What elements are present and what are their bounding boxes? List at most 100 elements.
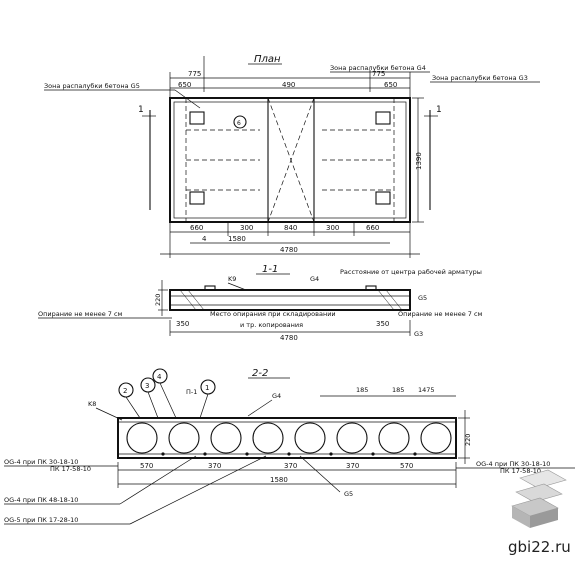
left-bottom-label-1: OG-4 при ПК 48-18-10 [4, 496, 78, 504]
left-mid-label-2: ПК 17-58-10 [50, 465, 91, 473]
right-mid-label: OG-4 при ПК 30-18-10 [476, 460, 550, 468]
plan-dim-bottom-2: 300 [240, 224, 253, 232]
support-zone-label: Место опирания при складировании [210, 310, 336, 318]
strand-dot [161, 452, 165, 456]
plan-dim-side: 4 [202, 235, 207, 243]
section-2-2-dim-bottom-5: 570 [400, 462, 413, 470]
leader-line [129, 455, 267, 525]
section-1-1-height: 220 [154, 294, 162, 306]
hollow-core-3 [210, 422, 242, 454]
section-2-2-dim-bottom-3: 370 [284, 462, 297, 470]
leader-line [119, 455, 197, 505]
logo-layer-top [519, 469, 567, 489]
plan-anchor-zone-left: Зона распалубки бетона G5 [44, 82, 140, 90]
section-2-2-dim-bottom-2: 370 [208, 462, 221, 470]
transport-label: и тр. копирования [240, 321, 303, 329]
hollow-core-4 [252, 422, 284, 454]
leader-line [199, 393, 209, 419]
section-1-1-view: 1-1 Расстояние от центра рабочей арматур… [38, 264, 483, 342]
leader-line [147, 391, 159, 419]
hollow-core-6 [336, 422, 368, 454]
logo-layer-mid [515, 483, 563, 503]
hollow-core-2 [168, 422, 200, 454]
strand-dot [371, 452, 375, 456]
plan-slab-inner [173, 101, 407, 219]
lifting-loop [189, 111, 205, 125]
strand-dot [203, 452, 207, 456]
plan-dim-top-3: 490 [282, 81, 295, 89]
section-1-1-total: 4780 [280, 334, 298, 342]
leader-line [247, 399, 273, 417]
strand-label: Расстояние от центра рабочей арматуры [340, 268, 482, 276]
leader-line [299, 455, 341, 493]
section-2-2-view: 2-2 2 3 4 1 П-1 K8 G4 185 185 1475 [4, 368, 575, 525]
hollow-core-7 [378, 422, 410, 454]
diagonal-line [267, 97, 315, 223]
lifting-loop [204, 285, 216, 291]
leader-line [159, 382, 177, 419]
logo-shade-side [512, 506, 530, 528]
plan-anchor-zone-right-top: Зона распалубки бетона G4 [330, 64, 426, 72]
plan-dim-bottom-5: 660 [366, 224, 379, 232]
plan-view: План Зона распалубки бетона G5 Зона расп… [44, 54, 540, 258]
section-1-1-title: 1-1 [262, 264, 278, 275]
logo-shade [530, 508, 558, 528]
plan-dim-total: 4780 [280, 246, 298, 254]
strand-dot [287, 452, 291, 456]
section-1-1-g5: G5 [418, 294, 427, 302]
lifting-loop [365, 285, 377, 291]
section-2-2-dim-total: 1580 [270, 476, 288, 484]
lifting-loop [375, 191, 391, 205]
section-1-1-slab [169, 289, 411, 311]
strand-dot [245, 452, 249, 456]
hollow-core-8 [420, 422, 452, 454]
left-mid-label: OG-4 при ПК 30-18-10 [4, 458, 78, 466]
right-mid-label-2: ПК 17-58-10 [500, 467, 541, 475]
plan-dim-top-4: 775 [372, 70, 385, 78]
lifting-loop [189, 191, 205, 205]
section-2-2-dim-top-2: 185 [392, 386, 404, 394]
mark-circle [233, 115, 247, 129]
hatch [385, 289, 403, 311]
section-1-1-end-left: 350 [176, 320, 189, 328]
section-2-2-g5: G5 [344, 490, 353, 498]
section-2-2-slab-outline [117, 417, 457, 459]
section-2-2-p1: П-1 [186, 388, 197, 396]
mark-circle-2-label: 3 [145, 382, 149, 390]
plan-dim-bottom-1: 660 [190, 224, 203, 232]
lifting-loop [375, 111, 391, 125]
mark-circle-1-label: 2 [123, 387, 127, 395]
section-2-2-dim-top-1: 185 [356, 386, 368, 394]
bearing-left-label: Опирание не менее 7 см [38, 310, 123, 318]
leader-line [125, 396, 141, 419]
plan-title: План [254, 54, 281, 65]
plan-dim-height: 1390 [415, 152, 423, 170]
leader-line [227, 282, 247, 291]
plan-anchor-zone-right: Зона распалубки бетона G3 [432, 74, 528, 82]
hollow-core-5 [294, 422, 326, 454]
mark-circle-4-label: 1 [205, 384, 209, 392]
plan-dim-bottom-4: 300 [326, 224, 339, 232]
bearing-right-label: Опирание не менее 7 см [398, 310, 483, 318]
strand-dot [329, 452, 333, 456]
section-2-2-title: 2-2 [252, 368, 268, 379]
section-mark-left: 1 [138, 105, 144, 115]
section-2-2-g4: G4 [272, 392, 281, 400]
section-1-1-g3: G3 [414, 330, 423, 338]
section-1-1-g4: G4 [310, 275, 319, 283]
mark-circle-3-label: 4 [157, 373, 162, 381]
section-1-1-end-right: 350 [376, 320, 389, 328]
hatch [179, 289, 197, 311]
strand-dot [413, 452, 417, 456]
watermark-logo [511, 469, 567, 528]
plan-dim-top-2: 650 [178, 81, 191, 89]
hatch [187, 289, 205, 311]
section-1-1-k9: K9 [228, 275, 236, 283]
section-2-2-dim-top-3: 1475 [418, 386, 435, 394]
plan-mark-number: 6 [237, 120, 241, 127]
section-mark-right: 1 [436, 105, 442, 115]
left-bottom-label-2: OG-5 при ПК 17-28-10 [4, 516, 78, 524]
plan-dim-top-1: 775 [188, 70, 201, 78]
section-2-2-dim-bottom-4: 370 [346, 462, 359, 470]
